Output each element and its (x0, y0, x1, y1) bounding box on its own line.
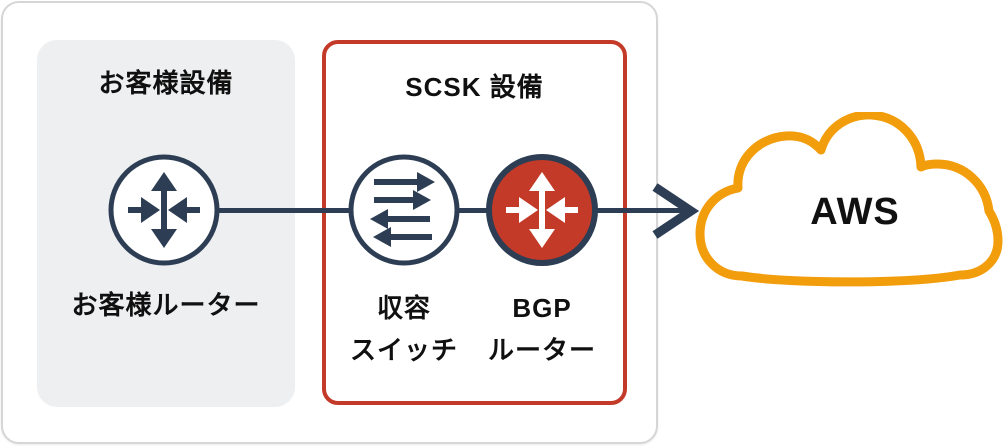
arrow-right-icon (650, 182, 700, 245)
switch-label-line2: スイッチ (349, 335, 458, 365)
bgp-router-icon (482, 150, 602, 275)
switch-label-line1: 収容 (376, 293, 431, 323)
switch-icon (344, 150, 464, 275)
scsk-equipment-title: SCSK 設備 (405, 72, 544, 102)
aws-label: AWS (810, 191, 900, 233)
customer-router-icon (104, 150, 224, 275)
switch-label: 収容 スイッチ (334, 287, 474, 371)
bgp-label-line1: BGP (512, 293, 572, 323)
bgp-router-label: BGP ルーター (472, 287, 612, 371)
customer-equipment-title: お客様設備 (98, 68, 234, 98)
bgp-label-line2: ルーター (487, 335, 596, 365)
customer-router-label: お客様ルーター (71, 290, 261, 320)
cloud-icon (695, 110, 1003, 287)
aws-cloud: AWS (694, 110, 1004, 290)
